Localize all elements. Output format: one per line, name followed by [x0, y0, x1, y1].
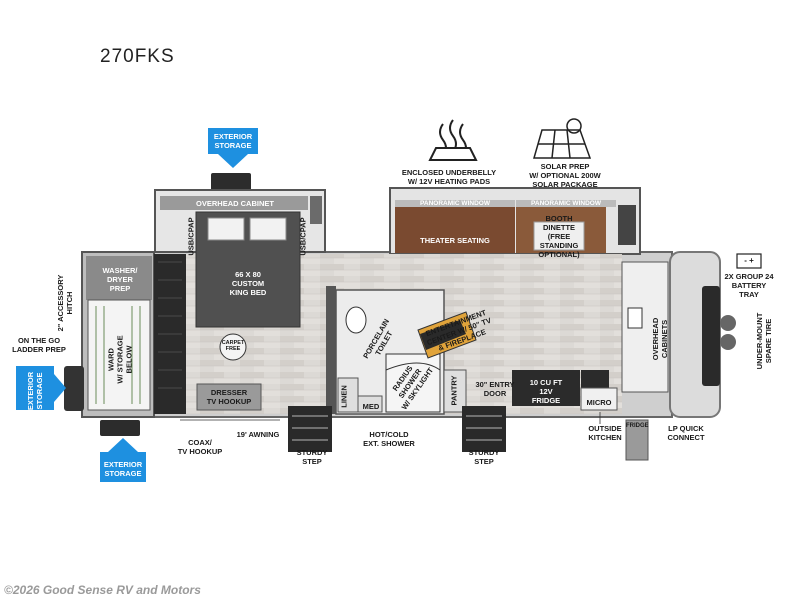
copyright-footer: ©2026 Good Sense RV and Motors: [4, 583, 201, 597]
panoramic-window-1: [395, 200, 515, 207]
exterior-storage-arrow-icon: [208, 128, 258, 168]
pillow-right: [249, 217, 287, 241]
theater-seating-block: [395, 207, 515, 253]
ladder-prep-label: ON THE GO LADDER PREP: [12, 336, 66, 354]
theater-seating-label: THEATER SEATING: [420, 236, 490, 245]
awning-label: 19' AWNING: [236, 430, 280, 439]
outside-kitchen-label: OUTSIDE KITCHEN: [588, 424, 622, 442]
solar-label: SOLAR PREP W/ OPTIONAL 200W SOLAR PACKAG…: [529, 162, 601, 189]
solar-panel-icon: [533, 118, 592, 159]
heat-waves-icon: [428, 119, 478, 161]
overhead-cabinet-strip: [160, 196, 308, 210]
step-1: [288, 406, 332, 452]
accessory-hitch-label: 2" ACCESSORY HITCH: [56, 274, 74, 332]
booth-dinette-label: BOOTH DINETTE (FREE STANDING OPTIONAL): [538, 214, 580, 259]
dinette-table: [533, 221, 585, 251]
med-label: MED: [362, 402, 380, 411]
carpet-free-badge: [219, 333, 247, 361]
step-2: [462, 406, 506, 452]
washer-dryer-label: WASHER/ DRYER PREP: [102, 266, 138, 293]
dresser-label: DRESSER TV HOOKUP: [206, 388, 252, 406]
exterior-storage-label-top: EXTERIOR STORAGE: [213, 132, 253, 150]
overhead-cabinets-label: OVERHEAD CABINETS: [651, 317, 669, 361]
exterior-storage-label-bottom: EXTERIOR STORAGE: [103, 460, 143, 478]
fridge-12v-label: 10 CU FT 12V FRIDGE: [529, 378, 563, 405]
king-bed-label: 66 X 80 CUSTOM KING BED: [229, 270, 267, 297]
front-hitch-box: [64, 366, 84, 411]
panoramic-window-1-label: PANORAMIC WINDOW: [420, 200, 490, 207]
front-storage-box-bottom: [100, 420, 140, 436]
exterior-storage-arrow-icon-bottom: [100, 438, 146, 482]
slide-end-cap: [310, 196, 322, 224]
exterior-storage-arrow-icon-left: [16, 366, 66, 410]
spare-tire-label: UNDER-MOUNT SPARE TIRE: [755, 312, 773, 370]
usb-cpap-left-label: USB/CPAP: [186, 217, 196, 256]
wardrobe-label: WARD W/ STORAGE BELOW: [106, 335, 134, 384]
spare-tire-1: [720, 315, 736, 331]
sturdy-step-label-1: STURDY STEP: [296, 448, 328, 466]
washer-dryer-area: [86, 256, 152, 300]
panoramic-window-2: [516, 200, 616, 207]
sturdy-step-label-2: STURDY STEP: [468, 448, 500, 466]
model-name: 270FKS: [100, 46, 175, 67]
pillow-left: [207, 217, 245, 241]
linen-label: LINEN: [339, 385, 349, 408]
coax-label: COAX/ TV HOOKUP: [177, 438, 223, 456]
overhead-cabinet-label: OVERHEAD CABINET: [196, 199, 274, 208]
sink: [627, 307, 643, 329]
kitchen-counter: [580, 387, 618, 411]
med-cabinet: [357, 395, 383, 413]
rear-bumper: [702, 286, 720, 386]
radius-shower: [385, 353, 441, 413]
front-storage-box-top: [211, 173, 251, 193]
micro-label: MICRO: [586, 398, 612, 407]
fridge-12v: [512, 370, 580, 406]
wardrobe-shelf-lines: [158, 261, 182, 389]
hot-cold-shower-label: HOT/COLD EXT. SHOWER: [363, 430, 415, 448]
outside-fridge: [625, 419, 649, 461]
panoramic-window-2-label: PANORAMIC WINDOW: [531, 200, 601, 207]
battery-symbols: - +: [744, 256, 754, 265]
fridge-label: FRIDGE: [626, 423, 649, 429]
carpet-free-label: CARPET FREE: [221, 340, 245, 352]
exterior-storage-label-left: EXTERIOR STORAGE: [26, 371, 44, 411]
hangers: [95, 306, 141, 404]
slide-end-right: [618, 205, 636, 245]
bath-wall: [326, 286, 336, 414]
linen-closet: [337, 377, 359, 413]
lp-connect-label: LP QUICK CONNECT: [667, 424, 705, 442]
entry-door-label: 30" ENTRY DOOR: [475, 380, 515, 398]
dresser: [196, 383, 262, 411]
usb-cpap-right-label: USB/CPAP: [298, 217, 308, 256]
underbelly-label: ENCLOSED UNDERBELLY W/ 12V HEATING PADS: [401, 168, 497, 186]
toilet: [345, 306, 367, 334]
pantry: [443, 369, 467, 413]
pantry-label: PANTRY: [449, 375, 459, 406]
microwave: [581, 370, 609, 388]
battery-icon: [736, 253, 762, 269]
battery-tray-label: 2X GROUP 24 BATTERY TRAY: [724, 272, 774, 299]
spare-tire-2: [720, 334, 736, 350]
